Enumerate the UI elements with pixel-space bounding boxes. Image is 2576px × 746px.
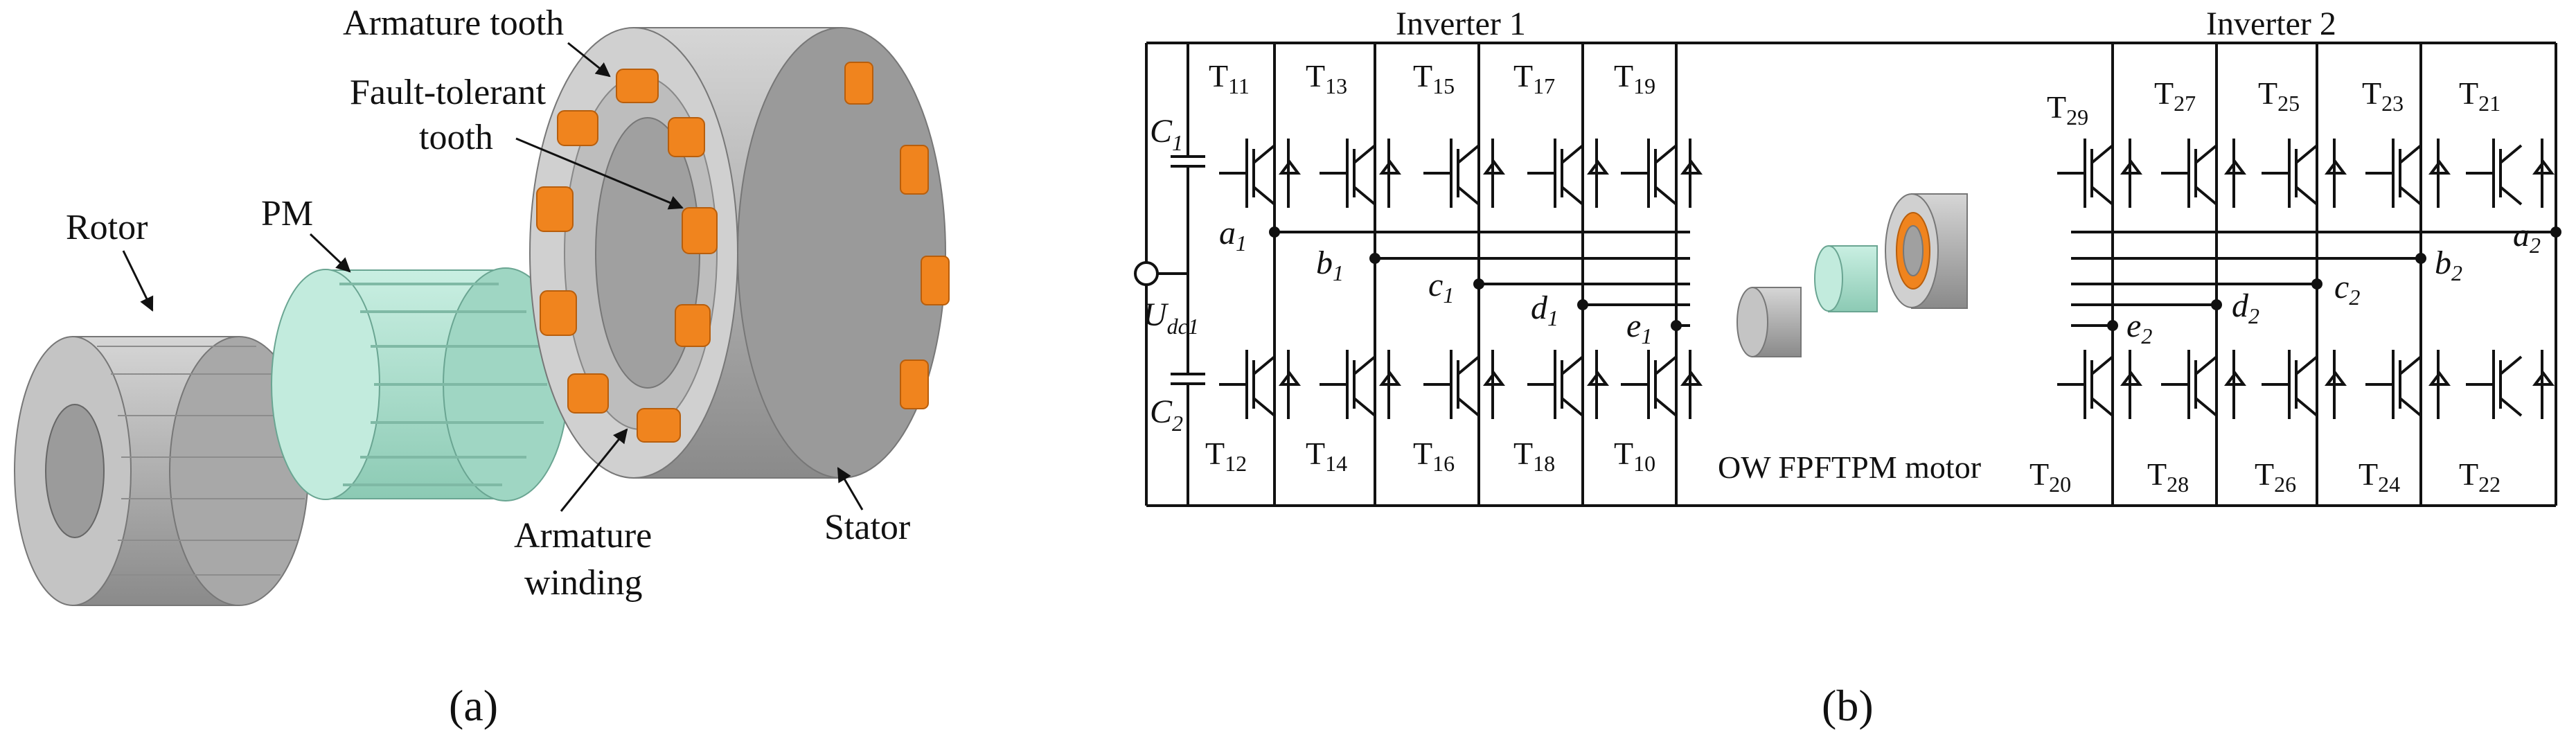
label-armature-winding-2: winding bbox=[524, 563, 642, 603]
switch-label: T23 bbox=[2362, 76, 2404, 116]
switch-label: T27 bbox=[2154, 76, 2196, 116]
label-pm: PM bbox=[261, 194, 313, 233]
switch-label: T18 bbox=[1513, 436, 1555, 476]
label-armature-tooth: Armature tooth bbox=[343, 3, 564, 43]
switch-label: T25 bbox=[2258, 76, 2300, 116]
switch-label: T19 bbox=[1614, 58, 1655, 98]
phase-lines bbox=[1274, 231, 2556, 327]
node-label: c2 bbox=[2334, 269, 2360, 310]
panel-b: Inverter 1 Inverter 2 OW FPFTPM motor C1… bbox=[1134, 6, 2561, 730]
switch-label: T11 bbox=[1209, 58, 1250, 98]
switch-label: T17 bbox=[1513, 58, 1555, 98]
node-label: e1 bbox=[1626, 308, 1652, 348]
node-label: a2 bbox=[2513, 217, 2541, 258]
rotor-shape bbox=[14, 336, 309, 606]
motor-thumbnail bbox=[1736, 193, 1968, 357]
label-fault-tolerant-1: Fault-tolerant bbox=[350, 73, 547, 112]
label-armature-winding-1: Armature bbox=[514, 516, 652, 556]
switch-label: T26 bbox=[2255, 456, 2296, 497]
label-stator: Stator bbox=[824, 508, 910, 547]
switch-label: T10 bbox=[1614, 436, 1655, 476]
switch-label: T16 bbox=[1413, 436, 1455, 476]
node-label: c1 bbox=[1428, 267, 1454, 308]
inverter-1-switches bbox=[1219, 139, 1703, 419]
label-fault-tolerant-2: tooth bbox=[419, 118, 493, 157]
label-rotor: Rotor bbox=[66, 208, 148, 247]
switch-label: T22 bbox=[2459, 456, 2501, 497]
switch-label: T28 bbox=[2147, 456, 2189, 497]
capacitor-c1-label: C1 bbox=[1150, 113, 1183, 155]
node-label: d1 bbox=[1531, 290, 1558, 330]
source-udc1-label: Udc1 bbox=[1143, 296, 1199, 339]
node-label: b1 bbox=[1316, 245, 1344, 285]
stator-shape bbox=[529, 27, 950, 479]
dc-source-icon bbox=[1134, 261, 1159, 286]
caption-b: (b) bbox=[1822, 681, 1874, 730]
inverter-2-switches bbox=[2057, 139, 2555, 419]
switch-label: T20 bbox=[2029, 456, 2071, 497]
switch-label: T13 bbox=[1306, 58, 1347, 98]
node-label: a1 bbox=[1219, 215, 1247, 256]
switch-label: T21 bbox=[2459, 76, 2501, 116]
node-label: d2 bbox=[2232, 287, 2259, 328]
node-label: e2 bbox=[2126, 308, 2152, 348]
motor-label: OW FPFTPM motor bbox=[1718, 450, 1981, 485]
switch-label: T29 bbox=[2047, 89, 2088, 130]
switch-label: T12 bbox=[1205, 436, 1247, 476]
switch-label: T14 bbox=[1306, 436, 1347, 476]
switch-label: T15 bbox=[1413, 58, 1455, 98]
capacitor-c2-label: C2 bbox=[1150, 393, 1183, 436]
inverter-1-title: Inverter 1 bbox=[1396, 6, 1526, 42]
switch-label: T24 bbox=[2359, 456, 2400, 497]
panel-a: Armature tooth Fault-tolerant tooth Roto… bbox=[14, 3, 950, 730]
caption-a: (a) bbox=[449, 681, 498, 730]
pm-shape bbox=[271, 267, 569, 501]
inverter-2-title: Inverter 2 bbox=[2206, 6, 2336, 42]
node-label: b2 bbox=[2435, 245, 2462, 285]
